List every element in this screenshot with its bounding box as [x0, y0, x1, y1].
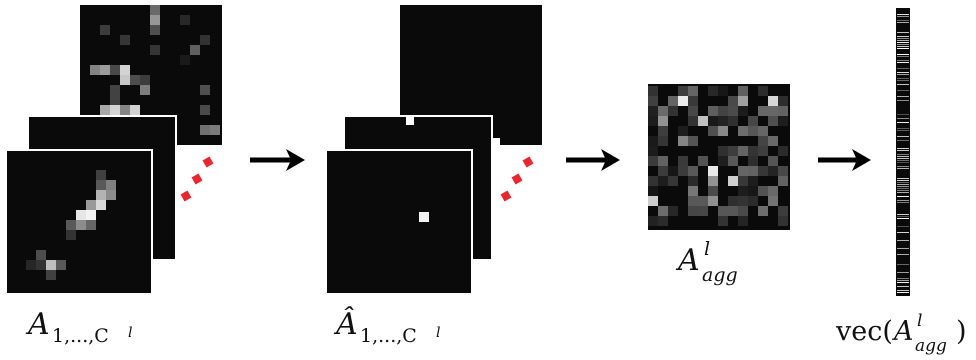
label-agg-A: A	[675, 243, 700, 278]
label-vec-sub: agg	[915, 336, 947, 356]
ellipsis-dots-2	[500, 156, 534, 202]
label-input-maps: A 1,...,C l	[25, 307, 132, 347]
label-sparse-maps: Â 1,...,C l	[333, 306, 440, 347]
label-vec-prefix: vec(	[835, 316, 893, 347]
arrow-2	[566, 149, 620, 171]
label-input-subsup: l	[128, 325, 132, 341]
label-vec-A: A	[891, 316, 914, 347]
sparse-map-stack	[325, 5, 542, 295]
label-vec-sup: l	[917, 311, 922, 331]
vector-descriptor-stripes	[897, 14, 909, 293]
label-agg-sub: agg	[702, 264, 738, 286]
sparse-map-front	[325, 149, 473, 295]
label-input-A: A	[25, 307, 50, 342]
label-sparse-A-hat: Â	[333, 306, 358, 342]
arrow-3	[818, 149, 871, 171]
label-vec-suffix: )	[956, 316, 967, 347]
label-sparse-subsup: l	[436, 325, 440, 341]
label-agg-sup: l	[704, 238, 710, 260]
arrow-1	[250, 149, 305, 171]
label-vector: vec( A l agg )	[835, 311, 967, 356]
label-sparse-sub: 1,...,C	[360, 325, 417, 347]
feature-map-front-activations	[26, 170, 116, 280]
aggregated-map-activations	[648, 86, 788, 226]
aggregated-map	[648, 84, 790, 230]
label-aggregated-map: A l agg	[675, 238, 738, 286]
label-input-sub: 1,...,C	[52, 325, 109, 347]
feature-map-front	[5, 149, 153, 295]
ellipsis-dots-1	[180, 156, 214, 202]
feature-map-stack	[5, 5, 222, 295]
vector-descriptor	[896, 8, 910, 296]
